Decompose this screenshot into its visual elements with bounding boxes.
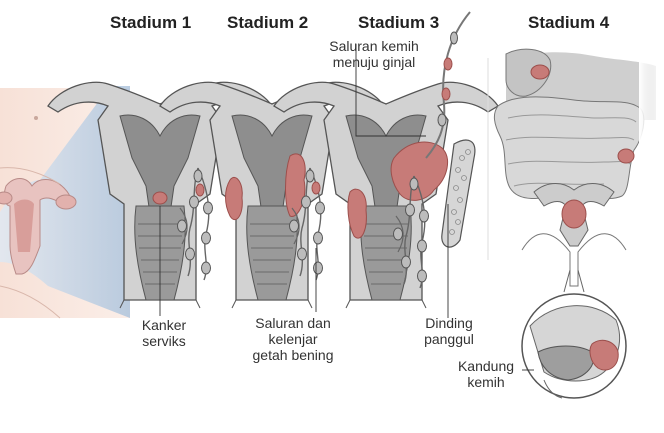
stage-2-title: Stadium 2 [227, 13, 309, 32]
stage-4-illustration [493, 40, 664, 399]
stage-1-title: Stadium 1 [110, 13, 192, 32]
label-bladder: Kandung kemih [457, 358, 515, 390]
label-pelvic-wall: Dinding panggul [424, 315, 474, 347]
stage-2-illustration [159, 72, 385, 309]
stage-1-illustration [47, 72, 273, 309]
label-ureter: Saluran kemih menuju ginjal [329, 38, 419, 70]
label-cervical-cancer: Kanker serviks [141, 317, 187, 349]
label-lymph-nodes: Saluran dan kelenjar getah bening [252, 315, 334, 363]
stage-3-title: Stadium 3 [358, 13, 440, 32]
stage-4-title: Stadium 4 [528, 13, 610, 32]
stage-3-illustration [273, 11, 499, 318]
